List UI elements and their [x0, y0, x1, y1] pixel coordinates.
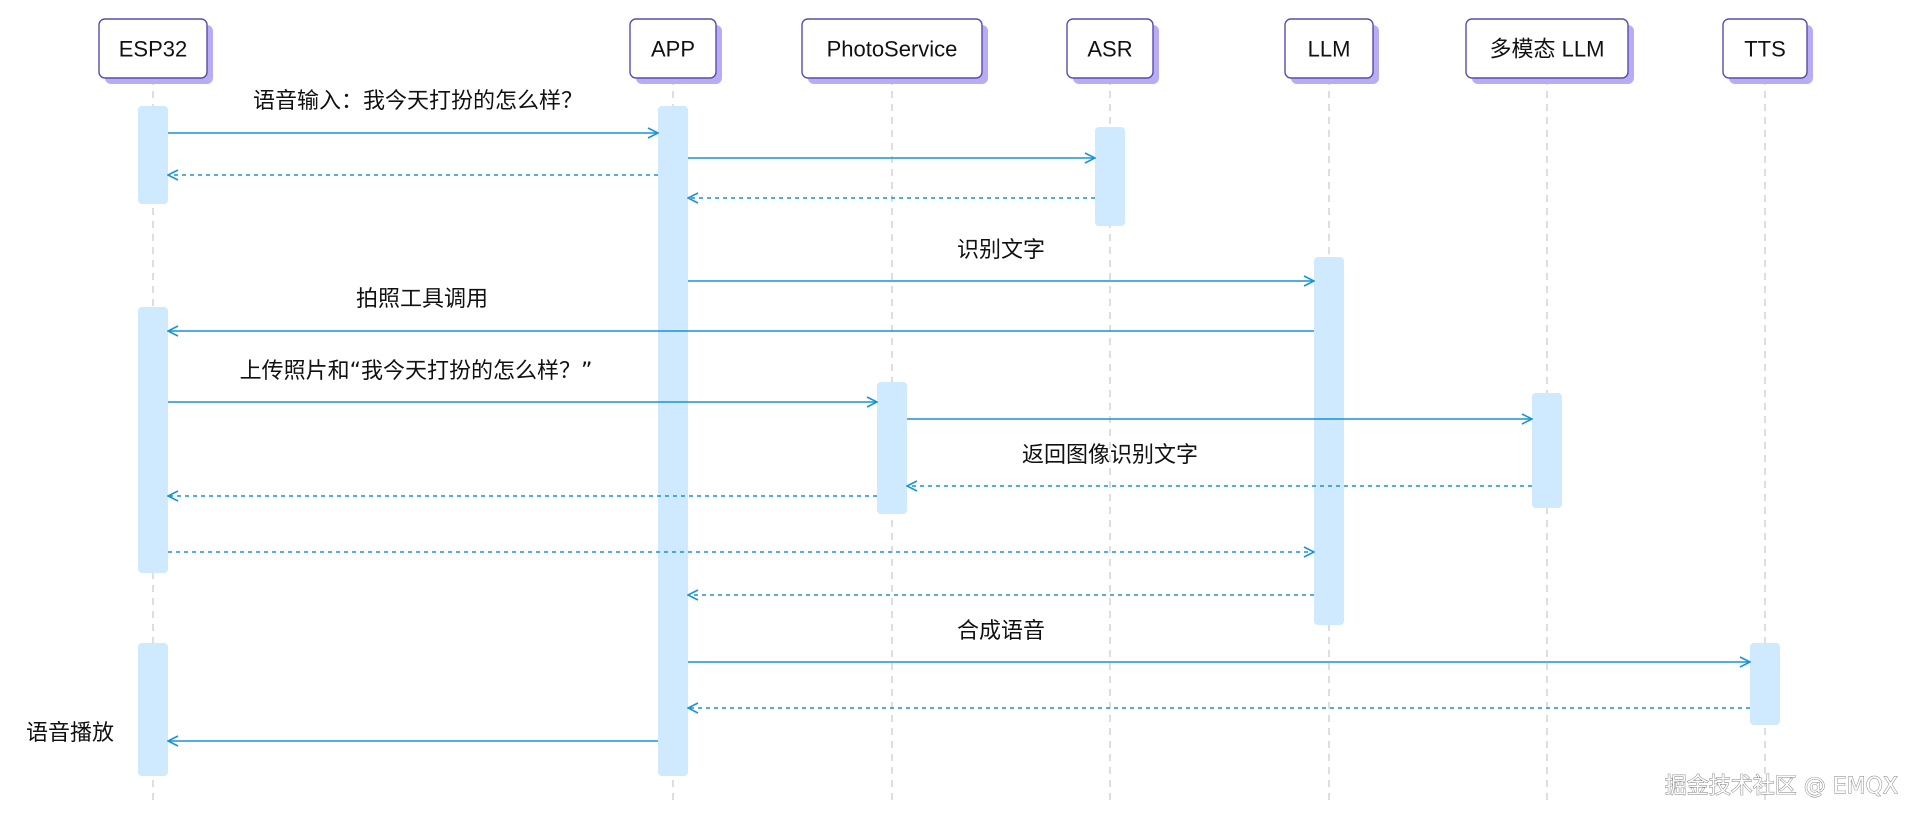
actor-label-photo: PhotoService	[827, 37, 958, 62]
actor-llm: LLM	[1284, 18, 1379, 84]
message-label: 语音播放	[26, 721, 114, 746]
activation-bar-mllm-1	[1532, 393, 1562, 508]
actor-asr: ASR	[1066, 18, 1159, 84]
message-5-app-to-llm: 识别文字	[688, 238, 1314, 281]
actor-label-mllm: 多模态 LLM	[1490, 37, 1605, 62]
activation-bars	[138, 106, 1780, 776]
actor-label-asr: ASR	[1087, 37, 1132, 62]
activation-bar-tts-1	[1750, 643, 1780, 725]
lifelines	[152, 78, 1766, 805]
message-label: 合成语音	[957, 619, 1045, 644]
activation-bar-esp32-2	[138, 307, 168, 573]
actor-box	[98, 18, 208, 79]
actor-header-row: ESP32 APP PhotoService ASR LLM 多模态 LLM TTS	[98, 18, 1813, 84]
actor-box	[1066, 18, 1154, 79]
activation-bar-esp32-3	[138, 643, 168, 776]
message-label: 上传照片和“我今天打扮的怎么样？”	[240, 359, 593, 384]
activation-bar-esp32-1	[138, 106, 168, 204]
actor-box	[629, 18, 717, 79]
message-label: 语音输入：我今天打扮的怎么样？	[253, 89, 583, 114]
message-label: 识别文字	[957, 238, 1045, 263]
actor-photo: PhotoService	[801, 18, 988, 84]
message-6-llm-to-esp32: 拍照工具调用	[168, 287, 1314, 331]
messages: 语音输入：我今天打扮的怎么样？ 识别文字拍照工具调用上传照片和“我今天打扮的怎么样…	[26, 89, 1750, 746]
message-1-esp32-to-app: 语音输入：我今天打扮的怎么样？	[168, 89, 658, 133]
actor-box	[1284, 18, 1374, 79]
actor-label-llm: LLM	[1308, 37, 1351, 62]
actor-esp32: ESP32	[98, 18, 213, 84]
message-7-esp32-to-photo: 上传照片和“我今天打扮的怎么样？”	[168, 359, 877, 402]
message-label: 拍照工具调用	[356, 287, 488, 312]
message-9-mllm-to-photo: 返回图像识别文字	[907, 443, 1532, 486]
activation-bar-asr-1	[1095, 127, 1125, 226]
watermark-text: 掘金技术社区 @ EMQX	[1665, 774, 1898, 799]
actor-box	[1465, 18, 1629, 79]
actor-app: APP	[629, 18, 722, 84]
activation-bar-app-1	[658, 106, 688, 776]
actor-label-app: APP	[651, 37, 695, 62]
message-label: 返回图像识别文字	[1022, 443, 1198, 468]
actor-box	[1722, 18, 1808, 79]
activation-bar-llm-1	[1314, 257, 1344, 625]
actor-mllm: 多模态 LLM	[1465, 18, 1634, 84]
actor-box	[801, 18, 983, 79]
actor-tts: TTS	[1722, 18, 1813, 84]
message-13-app-to-tts: 合成语音	[688, 619, 1750, 662]
actor-label-esp32: ESP32	[119, 37, 188, 62]
actor-label-tts: TTS	[1744, 37, 1786, 62]
activation-bar-photo-1	[877, 382, 907, 514]
message-15-app-to-esp32: 语音播放	[26, 721, 658, 746]
